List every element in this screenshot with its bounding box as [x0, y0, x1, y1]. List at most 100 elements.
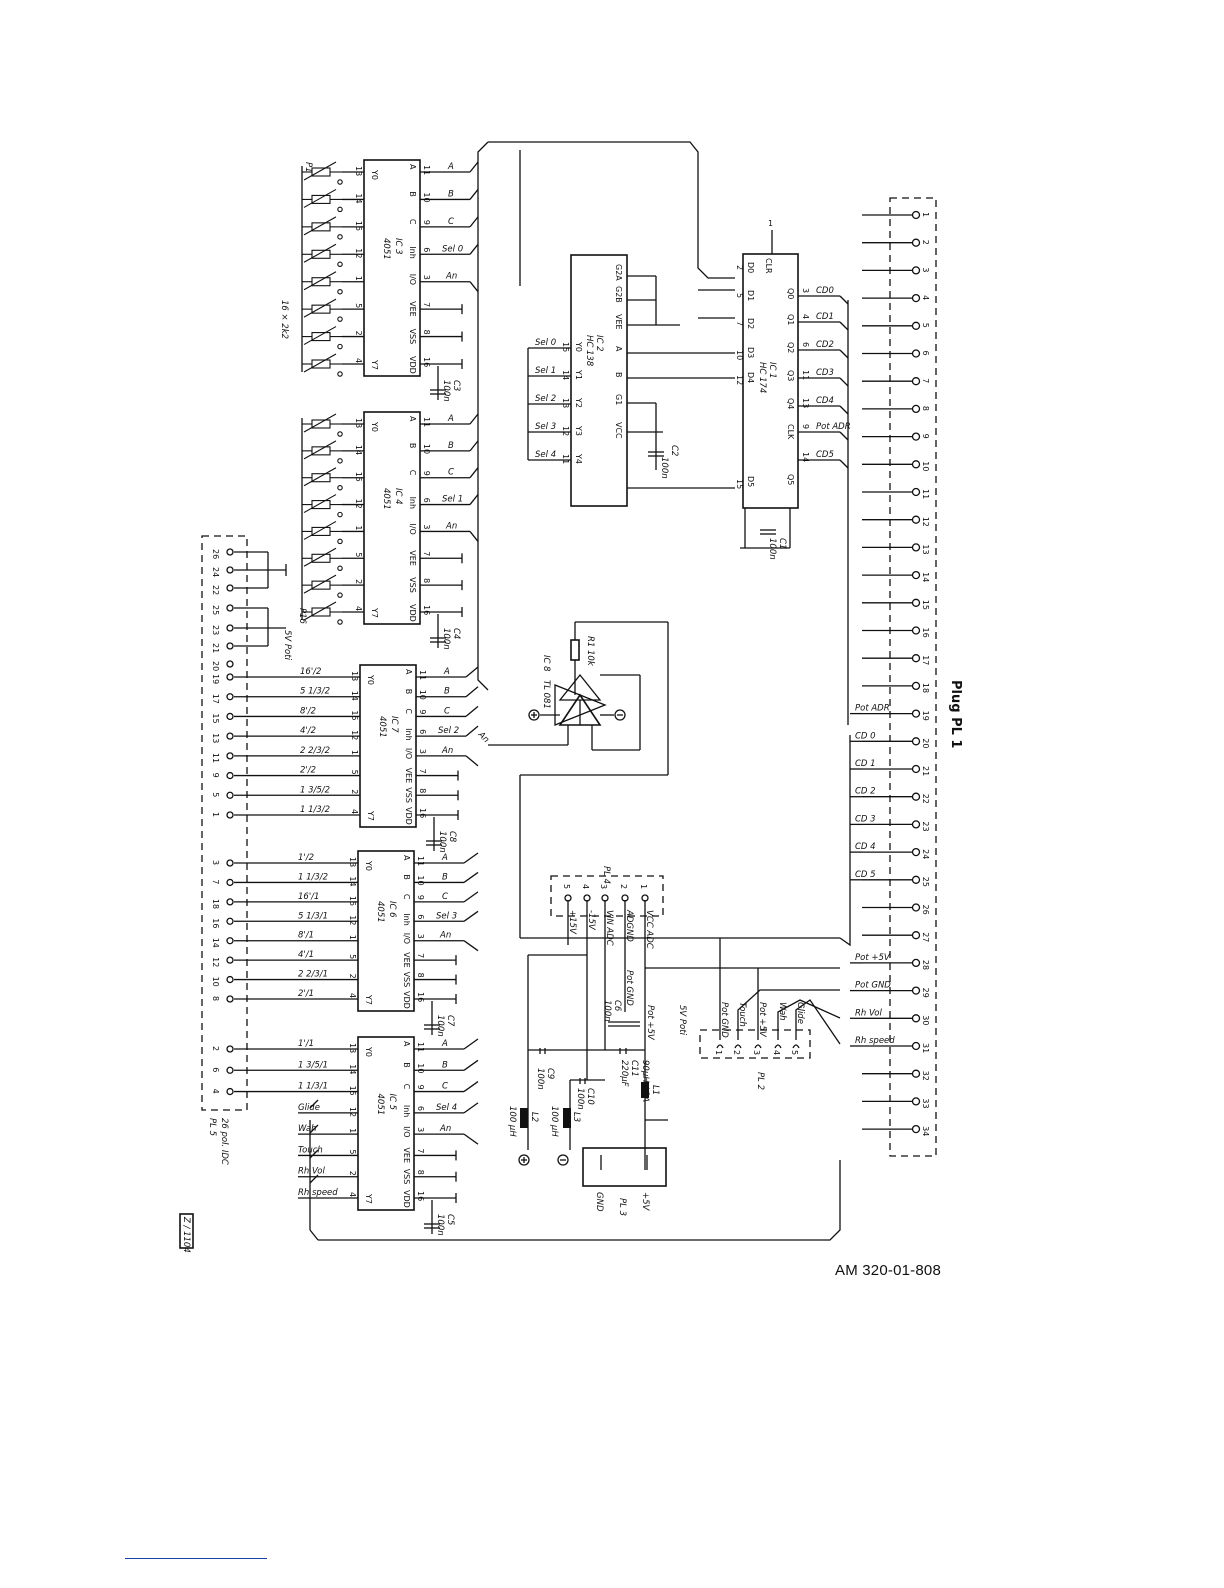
pl5-note: 5V Poti	[282, 630, 292, 661]
ic4-pot-arrow	[303, 494, 337, 514]
ic6-right-signal: B	[402, 874, 411, 880]
ic5-left-pin: 5	[348, 1149, 357, 1154]
ic2-pin-label: G2B	[614, 286, 623, 303]
address-bus	[477, 141, 735, 691]
pl1-pin-number: 21	[921, 766, 930, 776]
l3-ref: L3	[571, 1112, 581, 1122]
pl4-pin-number: 2	[619, 884, 628, 889]
pl1-pin-number: 6	[921, 351, 930, 356]
ic7-left-pin: 4	[350, 809, 359, 814]
ic1-input-label: D0	[746, 262, 755, 273]
ic5-right-pin: 16	[416, 1191, 425, 1201]
ic2-select-pin: 12	[561, 426, 570, 436]
pl5-top-contact	[226, 566, 234, 574]
ic4-pot-node	[337, 538, 343, 545]
ic3-addr-bend	[469, 189, 479, 200]
ic4-pot-node	[337, 484, 343, 491]
ic7-right-signal: I/O	[404, 748, 413, 759]
pl1-signal-label: CD 1	[855, 759, 876, 769]
ic2-select-pin: 11	[561, 454, 570, 464]
ic1-bend	[839, 377, 849, 387]
pl1-pin-contact	[911, 1124, 921, 1134]
ic2-select-label: Sel 3	[535, 422, 556, 432]
c6-value: 100n	[602, 1000, 612, 1022]
ic3-ref: IC 3	[393, 238, 403, 255]
ic4-right-signal: I/O	[408, 523, 417, 534]
r1-ref: R1	[585, 636, 595, 647]
pl1-pin-number: 23	[921, 821, 930, 831]
ic3-left-pin: 12	[354, 248, 363, 258]
ic2-pin-label: B	[614, 372, 623, 378]
ic7-type: 4051	[377, 716, 387, 738]
ic3-body	[363, 159, 421, 377]
ic4-right-pin: 8	[422, 578, 431, 583]
ic5-right-signal: VSS	[402, 1169, 411, 1185]
ic7-pl5-contact	[226, 771, 234, 780]
pl2-pin-number: 1	[714, 1050, 723, 1055]
ic5-input-label: Glide	[298, 1103, 320, 1113]
ic4-right-pin: 10	[422, 444, 431, 454]
pl1-pin-contact	[911, 543, 921, 552]
ic2-type: HC 138	[584, 335, 594, 367]
ic3-addr-bend	[469, 161, 479, 173]
pl1-signal-label: Pot +5V	[855, 953, 891, 963]
ic5-right-pin: 11	[416, 1042, 425, 1052]
ic2-select-label: Sel 1	[535, 366, 556, 376]
c9-ref: C9	[545, 1068, 555, 1079]
ic5-pl5-contact	[226, 1066, 234, 1074]
c9-value: 100n	[535, 1068, 545, 1090]
pl1-pin-contact	[911, 210, 921, 220]
ic1-pin-right: 14	[801, 452, 810, 462]
pl1-pin-number: 17	[921, 655, 930, 665]
ic8-an-label: An	[475, 729, 491, 745]
pl1-signal-label: Pot GND	[855, 981, 891, 991]
ic3-y7-label: Y7	[370, 359, 379, 370]
c6-ref: C6	[612, 1000, 622, 1012]
ic1-bend	[839, 349, 849, 359]
ic2-select-pin: 14	[561, 370, 570, 380]
ic4-pot-body	[311, 580, 331, 590]
ic7-right-pin: 9	[418, 709, 427, 714]
ic4-right-signal: VEE	[408, 550, 417, 566]
ic6-sel-label: Sel 3	[436, 911, 457, 921]
pl2-signal-label: Wah	[777, 1002, 787, 1021]
ic6-right-pin: 9	[416, 895, 425, 900]
ic1-pin-right: 3	[801, 288, 810, 293]
ic3-left-pin: 13	[354, 166, 363, 176]
ic3-pot-arrow	[303, 188, 337, 208]
ic4-y7-label: Y7	[370, 607, 379, 618]
ic5-sel-label: Sel 4	[436, 1103, 457, 1113]
ic4-left-pin: 15	[354, 472, 363, 482]
ic3-addr-label: A	[447, 162, 454, 172]
pl5-top-pin: 24	[211, 567, 220, 577]
ic5-right-pin: 6	[416, 1106, 425, 1111]
pl1-pin-contact	[911, 460, 921, 469]
ic5-right-pin: 9	[416, 1085, 425, 1090]
pl2-signal-label: Touch	[737, 1002, 747, 1027]
ic6-right-pin: 16	[416, 992, 425, 1002]
ic7-addr-bend	[465, 686, 479, 698]
outer-return-line	[309, 300, 851, 1241]
ic1-input-label: D5	[746, 476, 755, 487]
pl1-pin-number: 15	[921, 600, 930, 610]
ic5-right-pin: 10	[416, 1063, 425, 1073]
pl4-signal-label: -15V	[586, 910, 596, 931]
ic2-pin-label: VCC	[614, 422, 623, 439]
l1-ref: L1	[650, 1085, 660, 1095]
pot-label-p16: P16	[297, 608, 307, 625]
ic3-pot-arrow	[303, 243, 337, 263]
ic1-output-label: Q1	[786, 314, 795, 325]
ic5-right-signal: C	[402, 1084, 411, 1090]
ic3-right-pin: 6	[422, 247, 431, 252]
pl1-pin-number: 25	[921, 877, 930, 887]
ic7-input-label: 1 1/3/2	[300, 805, 330, 815]
svg-text:1: 1	[768, 219, 773, 228]
pl5-top-pin: 22	[211, 585, 220, 595]
pl5-top-pin: 25	[211, 605, 220, 615]
pl1-pin-contact	[911, 432, 921, 441]
potentiometer-banks: P1 P16 16 × 2k2	[279, 162, 313, 625]
ic7-left-pin: 12	[350, 730, 359, 740]
ic4-left-pin: 4	[354, 606, 363, 611]
